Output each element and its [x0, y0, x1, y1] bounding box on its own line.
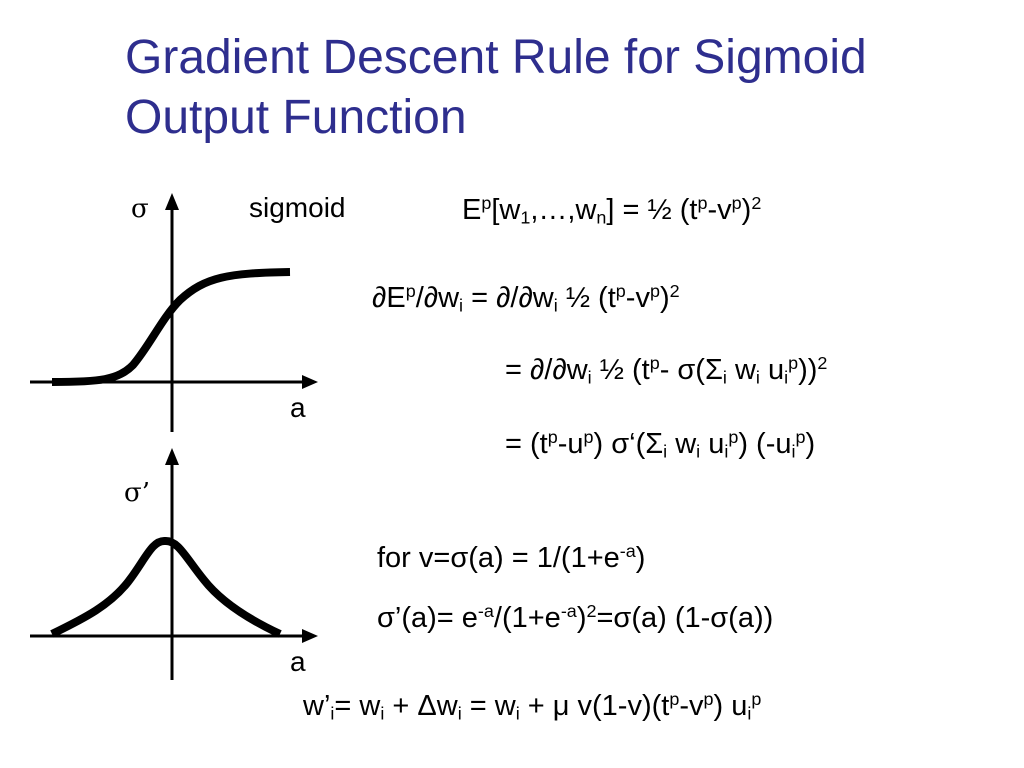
bottom-x-label: a: [290, 646, 306, 677]
slide-title-line1: Gradient Descent Rule for Sigmoid: [125, 31, 867, 84]
slide-title-line2: Output Function: [125, 91, 467, 144]
equation-sigmoid-def: for v=σ(a) = 1/(1+e-a): [377, 541, 646, 574]
bottom-y-label: σ’: [124, 478, 151, 508]
equation-sigmoid-derivative-mid: (a)= e: [401, 602, 478, 634]
bottom-y-axis-arrow: [165, 448, 179, 465]
equation-partial: ∂Ep/∂wi = ∂/∂wi ½ (tp-vp)2: [372, 281, 680, 316]
slide-title: Gradient Descent Rule for Sigmoid Output…: [125, 28, 1005, 148]
top-y-label: σ: [131, 194, 149, 224]
top-y-axis-arrow: [165, 193, 179, 210]
equation-weight-update: w’i= wi + Δwi = wi + μ v(1-v)(tp-vp) uip: [303, 689, 762, 724]
top-x-label: a: [290, 392, 306, 423]
sigmoid-label: sigmoid: [249, 192, 346, 223]
sigmoid-curve: [51, 268, 291, 386]
equation-chain2: = (tp-up) σ‘(Σi wi uip) (-uip): [505, 427, 816, 462]
equation-partial-rhs: ½ (t: [565, 282, 616, 314]
equation-chain1-rhs: ½ (t: [599, 354, 650, 386]
sigmoid-derivative-curve: [50, 537, 282, 638]
bottom-x-axis-arrow: [302, 629, 318, 643]
equation-error: Ep[w1,…,wn] = ½ (tp-vp)2: [462, 193, 762, 228]
equation-error-rhs: ½ (t: [647, 194, 698, 226]
equation-chain1: = ∂/∂wi ½ (tp- σ(Σi wi uip))2: [505, 353, 828, 388]
top-x-axis-arrow: [302, 375, 318, 389]
equation-chain2-lhs: = (t: [505, 428, 548, 460]
equation-sigmoid-def-mid: (a) = 1/(1+e: [468, 542, 620, 574]
equation-sigmoid-def-lhs: for v=: [377, 542, 451, 574]
equation-sigmoid-derivative: σ’(a)= e-a/(1+e-a)2=σ(a) (1-σ(a)): [377, 601, 774, 634]
equation-weight-update-lhs: w’: [303, 690, 331, 722]
